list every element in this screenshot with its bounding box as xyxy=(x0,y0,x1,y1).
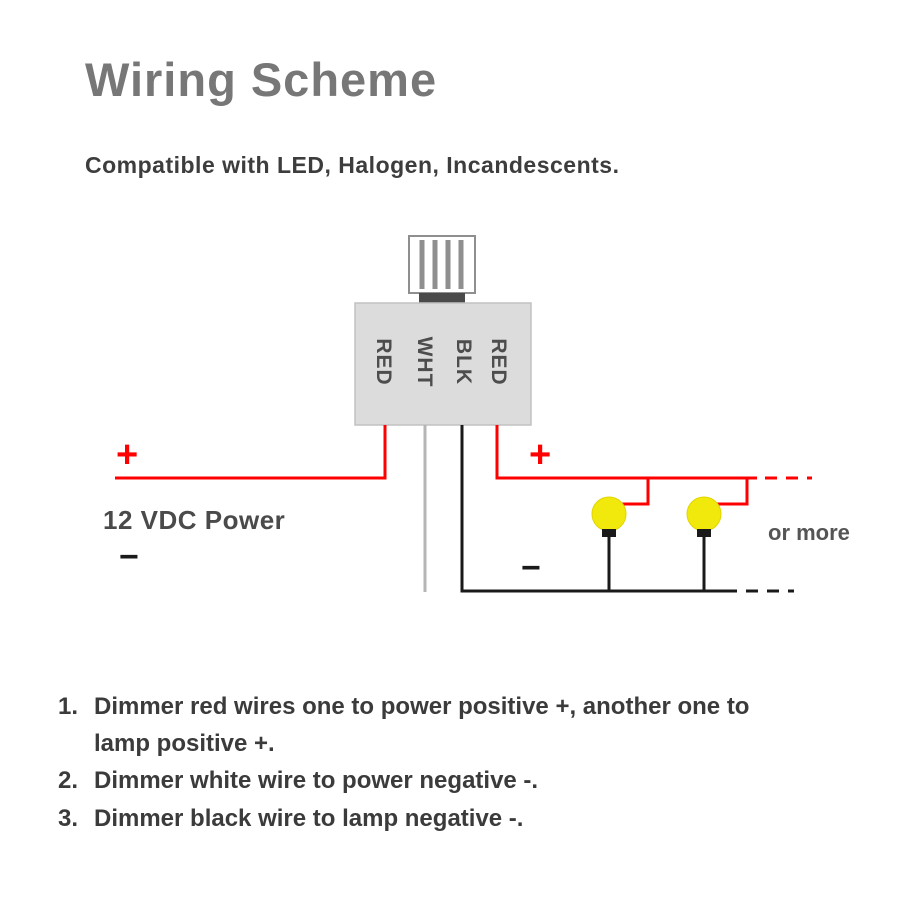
power-supply-label: 12 VDC Power xyxy=(103,505,286,535)
power-plus-sign: + xyxy=(116,434,139,476)
compatibility-subtitle: Compatible with LED, Halogen, Incandesce… xyxy=(85,152,620,178)
note-2-text: Dimmer white wire to power negative -. xyxy=(94,767,539,795)
note-3-text: Dimmer black wire to lamp negative -. xyxy=(94,804,524,832)
note-3: 3. Dimmer black wire to lamp negative -. xyxy=(58,800,868,837)
lamp2-base xyxy=(697,529,711,537)
page-title: Wiring Scheme xyxy=(85,53,438,106)
connector-base xyxy=(419,293,465,305)
lamp1-red-drop-wire xyxy=(621,478,650,506)
lamp-minus-sign: − xyxy=(521,549,541,587)
black-wire-lamp-negative xyxy=(460,425,737,593)
or-more-label: or more xyxy=(768,520,850,545)
lamp2-bulb xyxy=(686,496,722,532)
power-minus-sign: − xyxy=(119,538,139,576)
note-1-text: Dimmer red wires one to power positive +… xyxy=(94,693,750,758)
lamp1-bulb xyxy=(591,496,627,532)
lamp-plus-sign: + xyxy=(529,434,552,476)
wire-label-red-left: RED xyxy=(372,338,395,386)
wiring-notes: 1. Dimmer red wires one to power positiv… xyxy=(58,688,868,837)
note-2-number: 2. xyxy=(58,767,79,795)
lamp2-red-drop-wire xyxy=(716,478,749,506)
red-wire-power-positive xyxy=(115,425,387,480)
connector-plug xyxy=(408,235,476,294)
red-wire-lamp-positive xyxy=(495,425,757,480)
wire-label-wht: WHT xyxy=(413,336,436,388)
note-1: 1. Dimmer red wires one to power positiv… xyxy=(58,688,868,762)
note-2: 2. Dimmer white wire to power negative -… xyxy=(58,762,868,799)
dimmer-box xyxy=(354,302,532,426)
note-3-number: 3. xyxy=(58,804,79,832)
note-1-number: 1. xyxy=(58,693,79,720)
lamp1-base xyxy=(602,529,616,537)
wire-label-red-right: RED xyxy=(487,338,510,386)
wire-label-blk: BLK xyxy=(452,338,475,386)
